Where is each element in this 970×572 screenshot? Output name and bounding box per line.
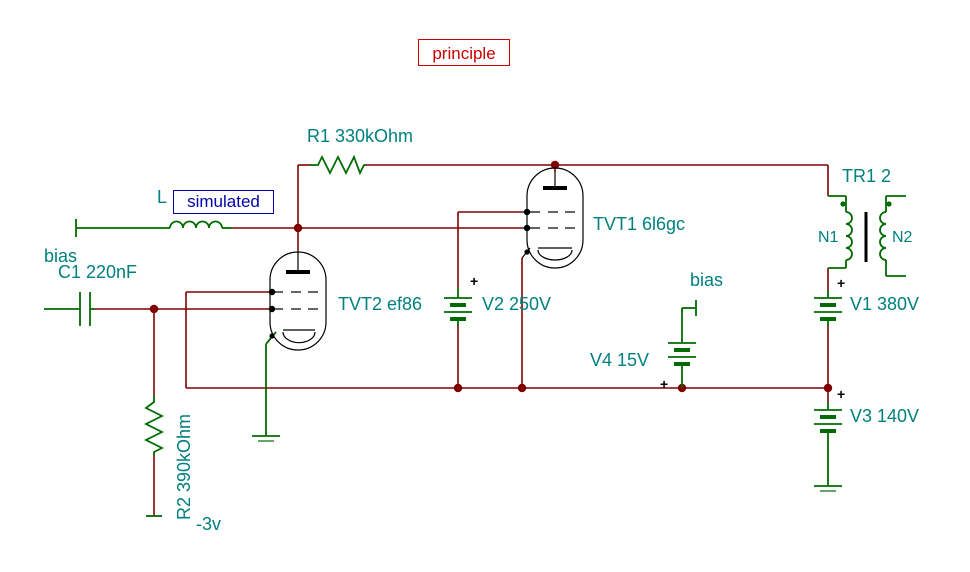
- ground-v3: [814, 470, 842, 492]
- label-c1: C1 220nF: [58, 262, 137, 282]
- plus-v2: +: [470, 273, 478, 289]
- wires: [95, 164, 829, 516]
- battery-v1: [814, 290, 842, 326]
- label-v1: V1 380V: [850, 294, 919, 314]
- tube-tvt1: [521, 167, 584, 269]
- label-v3: V3 140V: [850, 406, 919, 426]
- label-n1: N1: [818, 229, 839, 246]
- label-tvt2: TVT2 ef86: [338, 294, 422, 314]
- label-bias-right: bias: [690, 270, 723, 290]
- bias-terminal-right: [681, 300, 697, 340]
- battery-v3: [814, 402, 842, 470]
- label-tvt1: TVT1 6l6gc: [593, 214, 685, 234]
- tube-tvt2: [265, 250, 327, 400]
- principle-label: principle: [418, 39, 510, 66]
- simulated-label: simulated: [173, 190, 274, 214]
- ground-tvt2: [252, 400, 280, 442]
- junctions: [149, 160, 833, 393]
- label-r1: R1 330kOhm: [307, 126, 413, 146]
- resistor-r2: [143, 395, 165, 455]
- plus-v1: +: [837, 275, 845, 291]
- label-v2: V2 250V: [482, 294, 551, 314]
- label-l1-partial: L: [157, 187, 167, 207]
- label-tr1: TR1 2: [842, 166, 891, 186]
- label-minus3v: -3v: [196, 514, 221, 534]
- label-n2: N2: [892, 229, 913, 246]
- label-bias-left: bias: [44, 246, 77, 266]
- label-v4: V4 15V: [590, 350, 649, 370]
- plus-v3: +: [837, 386, 845, 402]
- battery-v2: [444, 288, 472, 326]
- battery-v4: [668, 340, 696, 388]
- capacitor-c1: [44, 292, 95, 326]
- inductor-l1: [75, 219, 232, 237]
- label-r2: R2 390kOhm: [174, 414, 194, 520]
- plus-v4: +: [660, 376, 668, 392]
- transformer-tr1: [828, 195, 906, 277]
- resistor-r1: [310, 154, 366, 176]
